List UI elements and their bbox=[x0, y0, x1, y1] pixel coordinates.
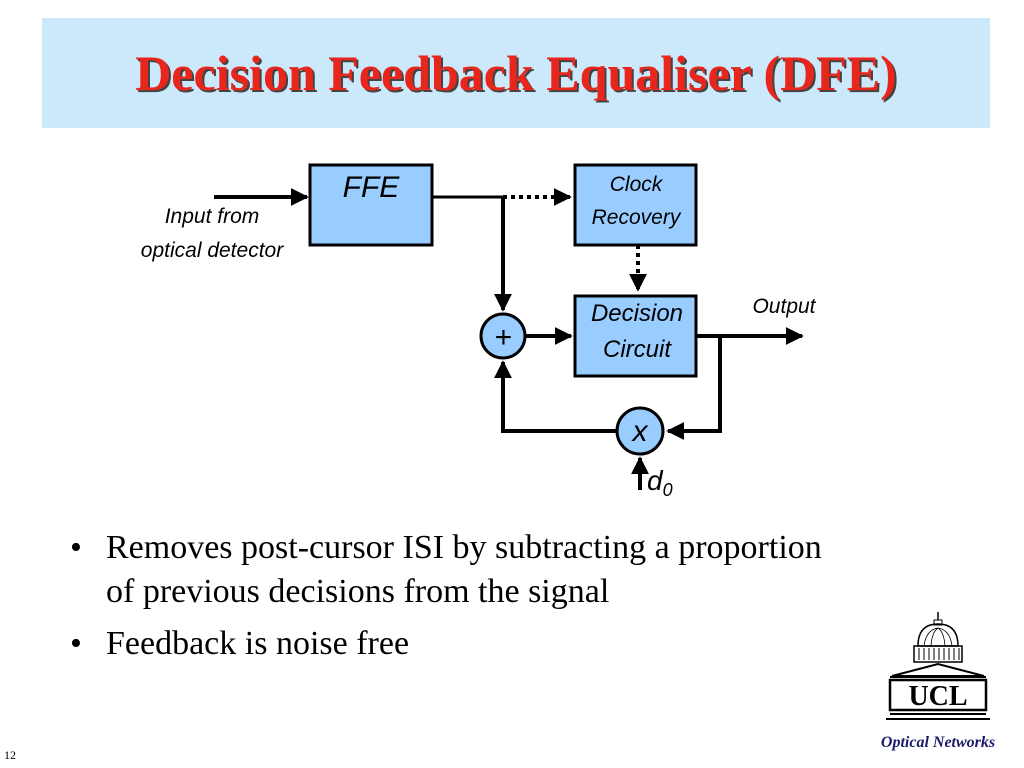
decision-label-line2: Circuit bbox=[603, 336, 672, 363]
slide-title: Decision Feedback Equaliser (DFE) bbox=[135, 45, 897, 101]
bullet-item: Feedback is noise free bbox=[64, 622, 964, 666]
input-label-line1: Input from bbox=[165, 205, 260, 228]
feedback-tap-line bbox=[666, 336, 722, 440]
bullet-line: Removes post-cursor ISI by subtracting a… bbox=[106, 529, 822, 566]
coefficient-base: d bbox=[647, 465, 664, 496]
decision-circuit-block: Decision Circuit bbox=[573, 294, 698, 378]
clock-label-line2: Recovery bbox=[592, 206, 682, 229]
output-label: Output bbox=[752, 295, 816, 318]
coefficient-label: d0 bbox=[647, 465, 673, 500]
feedback-return-line bbox=[494, 360, 617, 433]
clock-label-line1: Clock bbox=[610, 173, 664, 196]
clock-recovery-block: Clock Recovery bbox=[573, 163, 698, 247]
input-label-line2: optical detector bbox=[141, 239, 284, 262]
bullet-line: Feedback is noise free bbox=[106, 625, 410, 662]
footer-caption: Optical Networks bbox=[880, 734, 996, 751]
logo-text: UCL bbox=[908, 681, 967, 712]
multiplier-node: x bbox=[615, 406, 665, 456]
bullet-line: of previous decisions from the signal bbox=[106, 573, 610, 610]
sum-symbol: + bbox=[494, 321, 512, 354]
ffe-block: FFE bbox=[308, 163, 434, 247]
summer-node: + bbox=[479, 312, 527, 360]
ffe-label: FFE bbox=[343, 171, 401, 204]
mult-symbol: x bbox=[631, 415, 649, 448]
decision-label-line1: Decision bbox=[591, 300, 683, 327]
title-banner: Decision Feedback Equaliser (DFE) bbox=[42, 18, 990, 128]
ucl-logo: UCL bbox=[886, 612, 990, 720]
dfe-block-diagram: FFE Clock Recovery + Decision Circuit x … bbox=[141, 163, 817, 500]
bullet-list: Removes post-cursor ISI by subtracting a… bbox=[64, 526, 964, 674]
coefficient-subscript: 0 bbox=[663, 480, 673, 500]
bullet-item: Removes post-cursor ISI by subtracting a… bbox=[64, 526, 964, 614]
slide-number: 12 bbox=[4, 748, 16, 762]
